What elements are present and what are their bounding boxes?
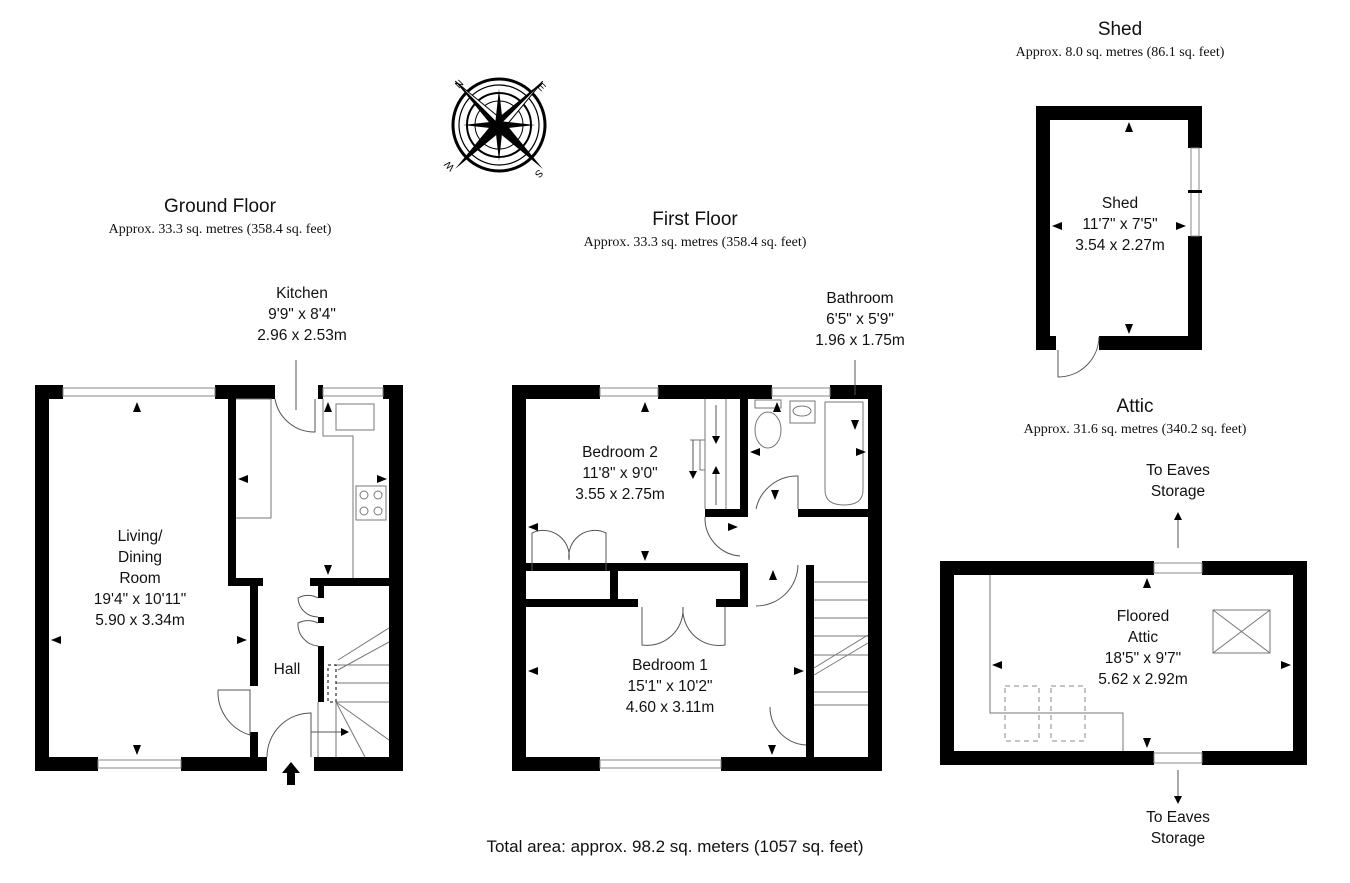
room-label-hall: Hall <box>262 659 312 680</box>
eaves-label: Storage <box>1150 830 1206 847</box>
floor-area: Approx. 8.0 sq. metres (86.1 sq. feet) <box>1015 45 1225 60</box>
room-name: Bathroom <box>826 290 894 307</box>
eaves-label: Storage <box>1150 483 1206 500</box>
room-dimensions-imperial: 19'4" x 10'11" <box>93 591 187 608</box>
attic-heading: Attic Approx. 31.6 sq. metres (340.2 sq.… <box>985 396 1285 438</box>
room-dimensions-metric: 2.96 x 2.53m <box>257 327 347 344</box>
room-label-shed: Shed 11'7" x 7'5" 3.54 x 2.27m <box>1045 193 1195 256</box>
room-name: Living/ <box>117 528 163 545</box>
room-dimensions-metric: 3.55 x 2.75m <box>575 486 665 503</box>
eaves-label: To Eaves <box>1146 462 1210 479</box>
floor-area: Approx. 33.3 sq. metres (358.4 sq. feet) <box>583 235 807 250</box>
eaves-storage-label-top: To Eaves Storage <box>1118 460 1238 502</box>
room-name: Attic <box>1127 629 1159 646</box>
svg-text:S: S <box>532 167 545 180</box>
room-dimensions-metric: 4.60 x 3.11m <box>625 699 715 716</box>
floor-area: Approx. 31.6 sq. metres (340.2 sq. feet) <box>1023 422 1247 437</box>
room-name: Shed <box>1101 195 1139 212</box>
ground-floor-plan <box>35 360 403 785</box>
room-dimensions-imperial: 11'8" x 9'0" <box>582 465 658 482</box>
room-dimensions-imperial: 15'1" x 10'2" <box>627 678 713 695</box>
first-floor-heading: First Floor Approx. 33.3 sq. metres (358… <box>535 209 855 251</box>
compass-rose-icon: N E S W <box>442 77 548 180</box>
room-dimensions-metric: 1.96 x 1.75m <box>815 332 905 349</box>
svg-text:W: W <box>442 158 457 173</box>
eaves-storage-label-bottom: To Eaves Storage <box>1118 807 1238 849</box>
room-label-floored-attic: Floored Attic 18'5" x 9'7" 5.62 x 2.92m <box>1068 606 1218 690</box>
room-name: Room <box>119 570 161 587</box>
room-dimensions-imperial: 6'5" x 5'9" <box>826 311 894 328</box>
shed-plan <box>1036 106 1202 378</box>
room-name: Bedroom 2 <box>582 444 658 461</box>
floor-title: Ground Floor <box>164 196 276 217</box>
eaves-label: To Eaves <box>1146 809 1210 826</box>
room-name: Bedroom 1 <box>632 657 708 674</box>
room-dimensions-imperial: 18'5" x 9'7" <box>1104 650 1182 667</box>
room-dimensions-metric: 5.62 x 2.92m <box>1098 671 1188 688</box>
room-label-bathroom: Bathroom 6'5" x 5'9" 1.96 x 1.75m <box>785 288 935 351</box>
floor-title: Attic <box>1116 396 1154 417</box>
room-dimensions-imperial: 9'9" x 8'4" <box>268 306 336 323</box>
room-name: Kitchen <box>276 285 328 302</box>
attic-plan <box>940 512 1307 804</box>
floor-area: Approx. 33.3 sq. metres (358.4 sq. feet) <box>108 222 332 237</box>
room-name: Dining <box>118 549 162 566</box>
room-name: Floored <box>1116 608 1170 625</box>
total-area: Total area: approx. 98.2 sq. meters (105… <box>486 837 864 856</box>
room-dimensions-imperial: 11'7" x 7'5" <box>1082 216 1158 233</box>
room-label-kitchen: Kitchen 9'9" x 8'4" 2.96 x 2.53m <box>222 283 382 346</box>
floor-title: First Floor <box>652 209 738 230</box>
first-floor-plan <box>512 360 882 771</box>
floor-title: Shed <box>1097 19 1143 40</box>
entrance-arrow-icon <box>282 762 300 785</box>
room-dimensions-metric: 3.54 x 2.27m <box>1075 237 1165 254</box>
room-label-bedroom-1: Bedroom 1 15'1" x 10'2" 4.60 x 3.11m <box>595 655 745 718</box>
shed-heading: Shed Approx. 8.0 sq. metres (86.1 sq. fe… <box>970 19 1270 61</box>
ground-floor-heading: Ground Floor Approx. 33.3 sq. metres (35… <box>60 196 380 238</box>
room-dimensions-metric: 5.90 x 3.34m <box>95 612 185 629</box>
svg-text:E: E <box>535 81 548 94</box>
room-label-bedroom-2: Bedroom 2 11'8" x 9'0" 3.55 x 2.75m <box>545 442 695 505</box>
room-name: Hall <box>273 661 301 678</box>
room-label-living-dining: Living/ Dining Room 19'4" x 10'11" 5.90 … <box>60 526 220 631</box>
